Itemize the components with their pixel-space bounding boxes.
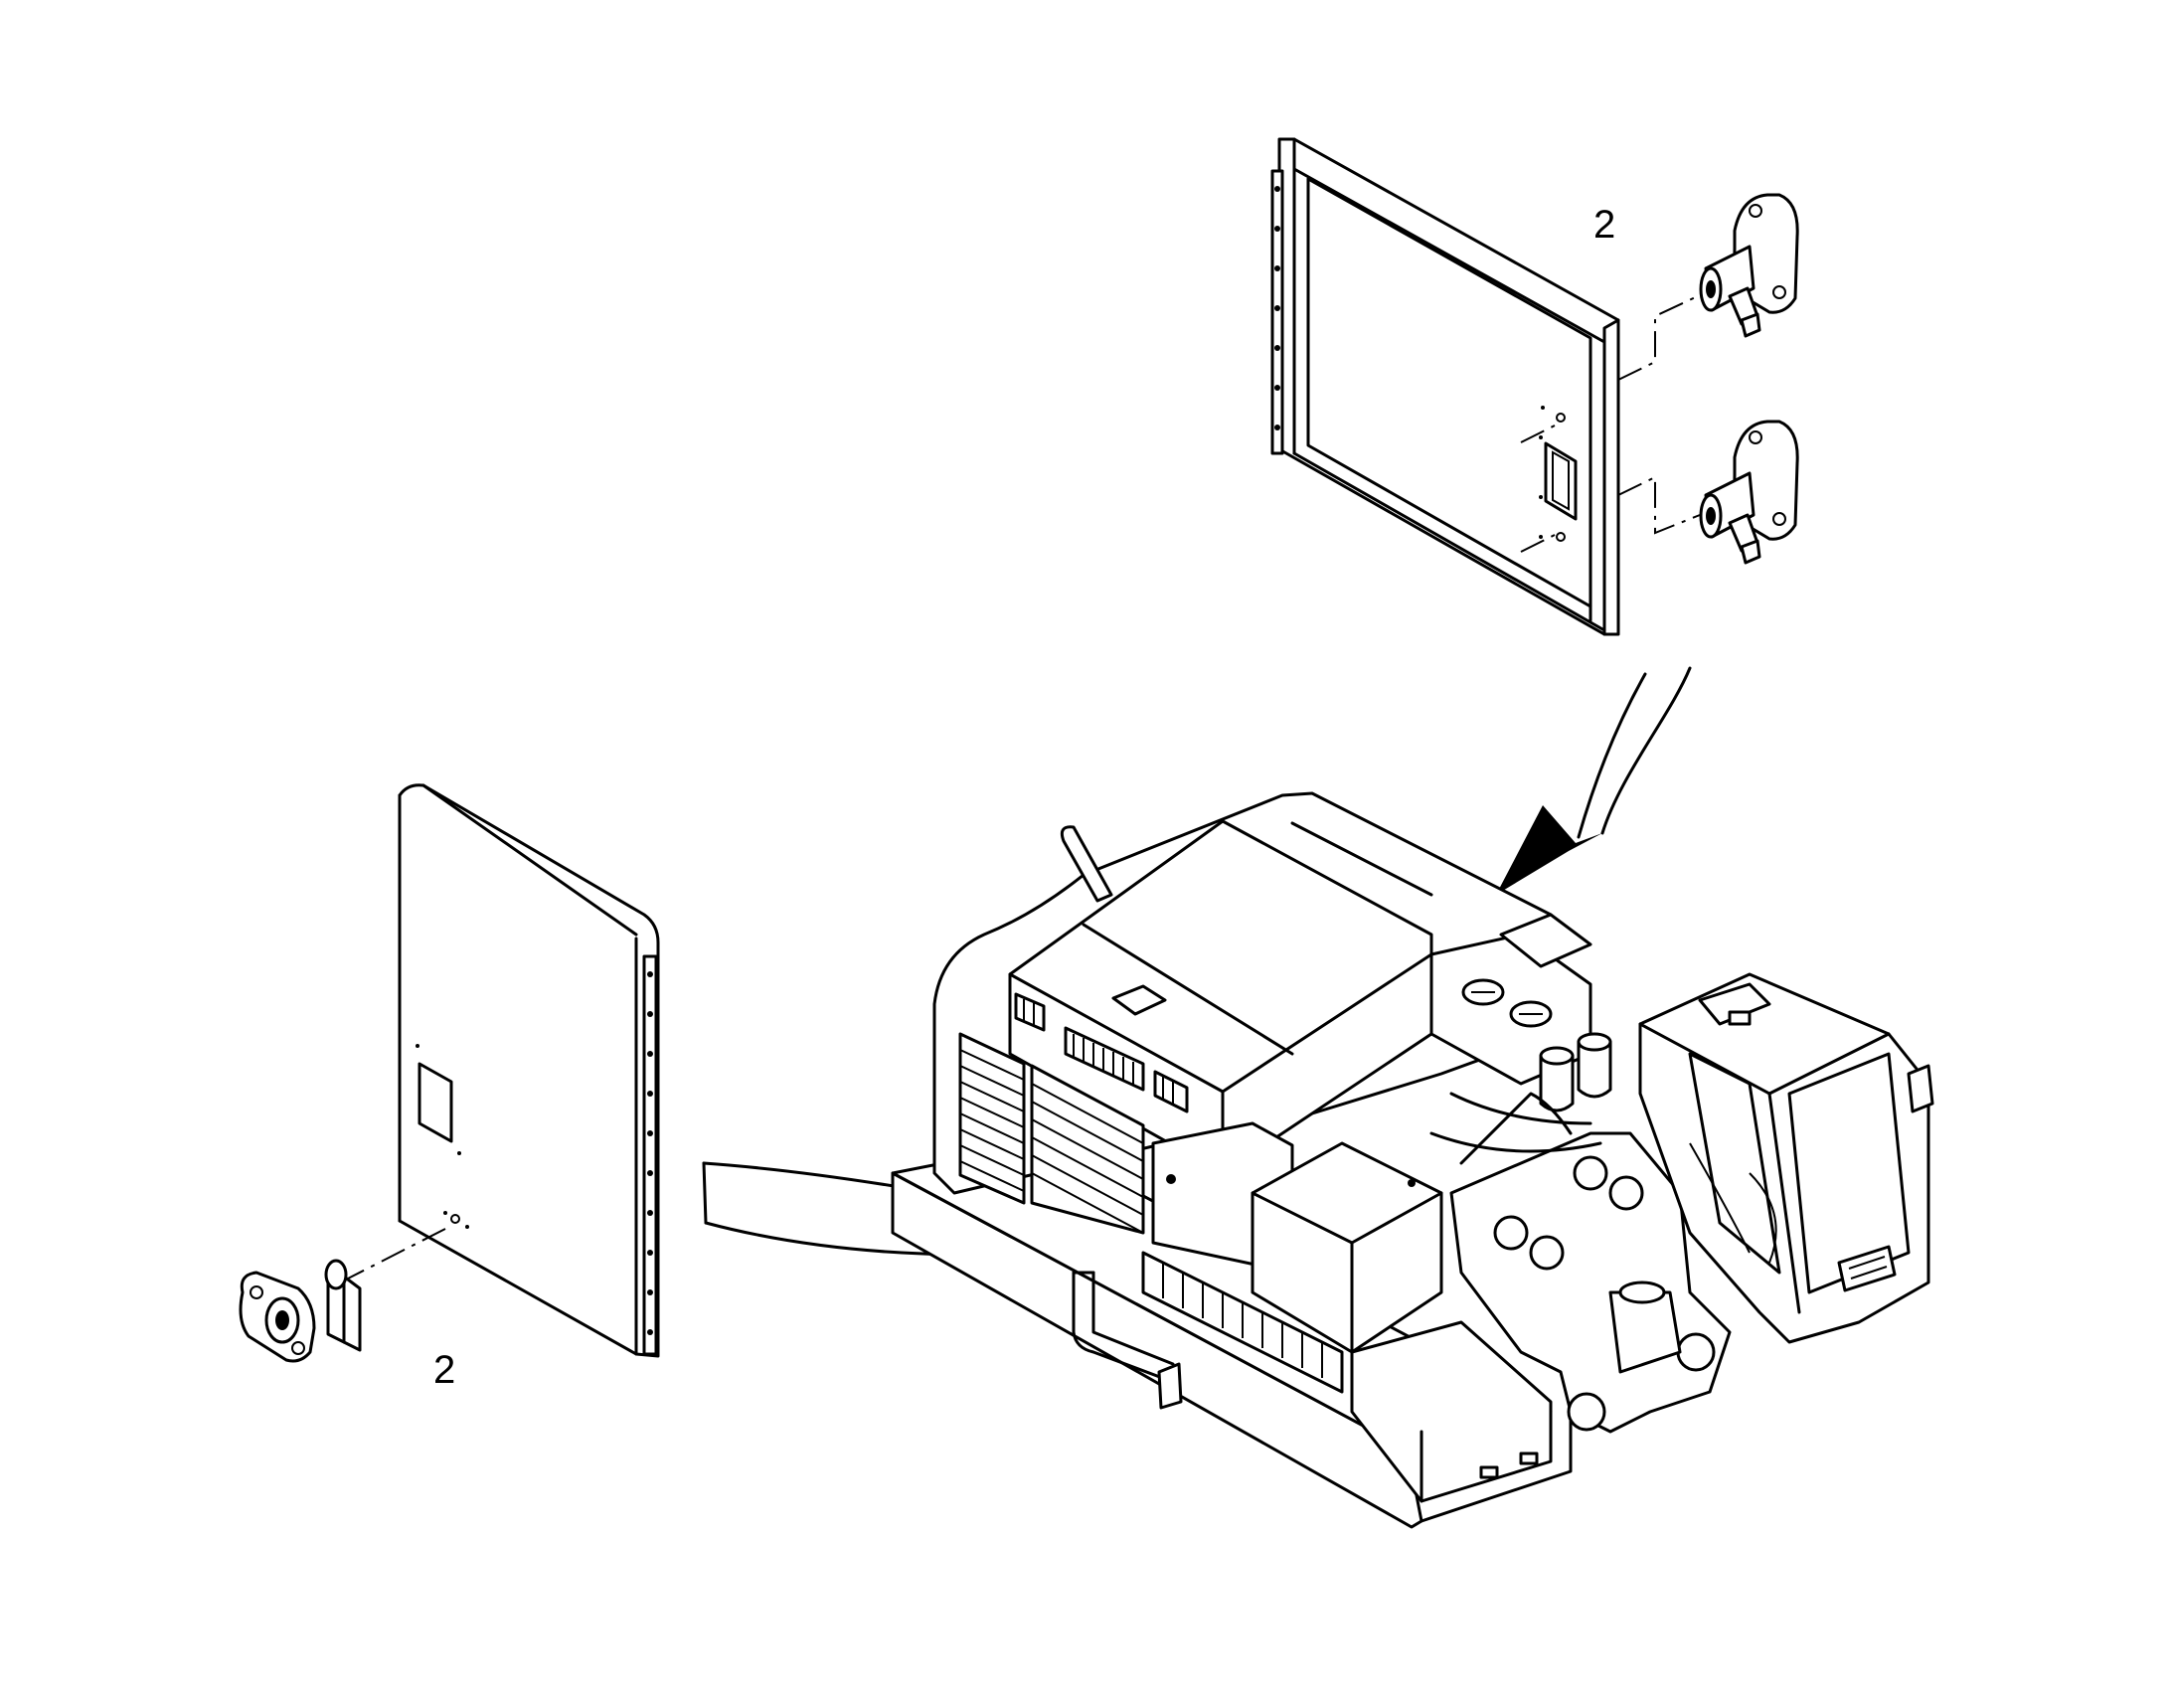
leader-line-top-1 xyxy=(1617,293,1703,381)
hinge-pins-top xyxy=(1274,186,1280,430)
operator-cab xyxy=(1638,972,1934,1344)
latch-top-upper xyxy=(1699,193,1799,338)
machine-assembly xyxy=(891,791,1934,1529)
filter-canisters xyxy=(1539,1032,1612,1112)
leader-line-top-2 xyxy=(1617,475,1701,535)
latch-bottom xyxy=(239,1259,362,1363)
callout-number-bottom: 2 xyxy=(433,1348,456,1392)
hinge-pins-bottom xyxy=(647,971,653,1335)
top-panel xyxy=(1270,137,1620,636)
pointer-arrow-top xyxy=(1496,666,1692,895)
callout-number-top: 2 xyxy=(1593,203,1616,247)
vent-grilles-top xyxy=(1014,992,1189,1113)
latch-top-lower xyxy=(1699,420,1799,565)
radiator-grille xyxy=(958,1032,1145,1235)
bottom-panel xyxy=(347,783,660,1358)
